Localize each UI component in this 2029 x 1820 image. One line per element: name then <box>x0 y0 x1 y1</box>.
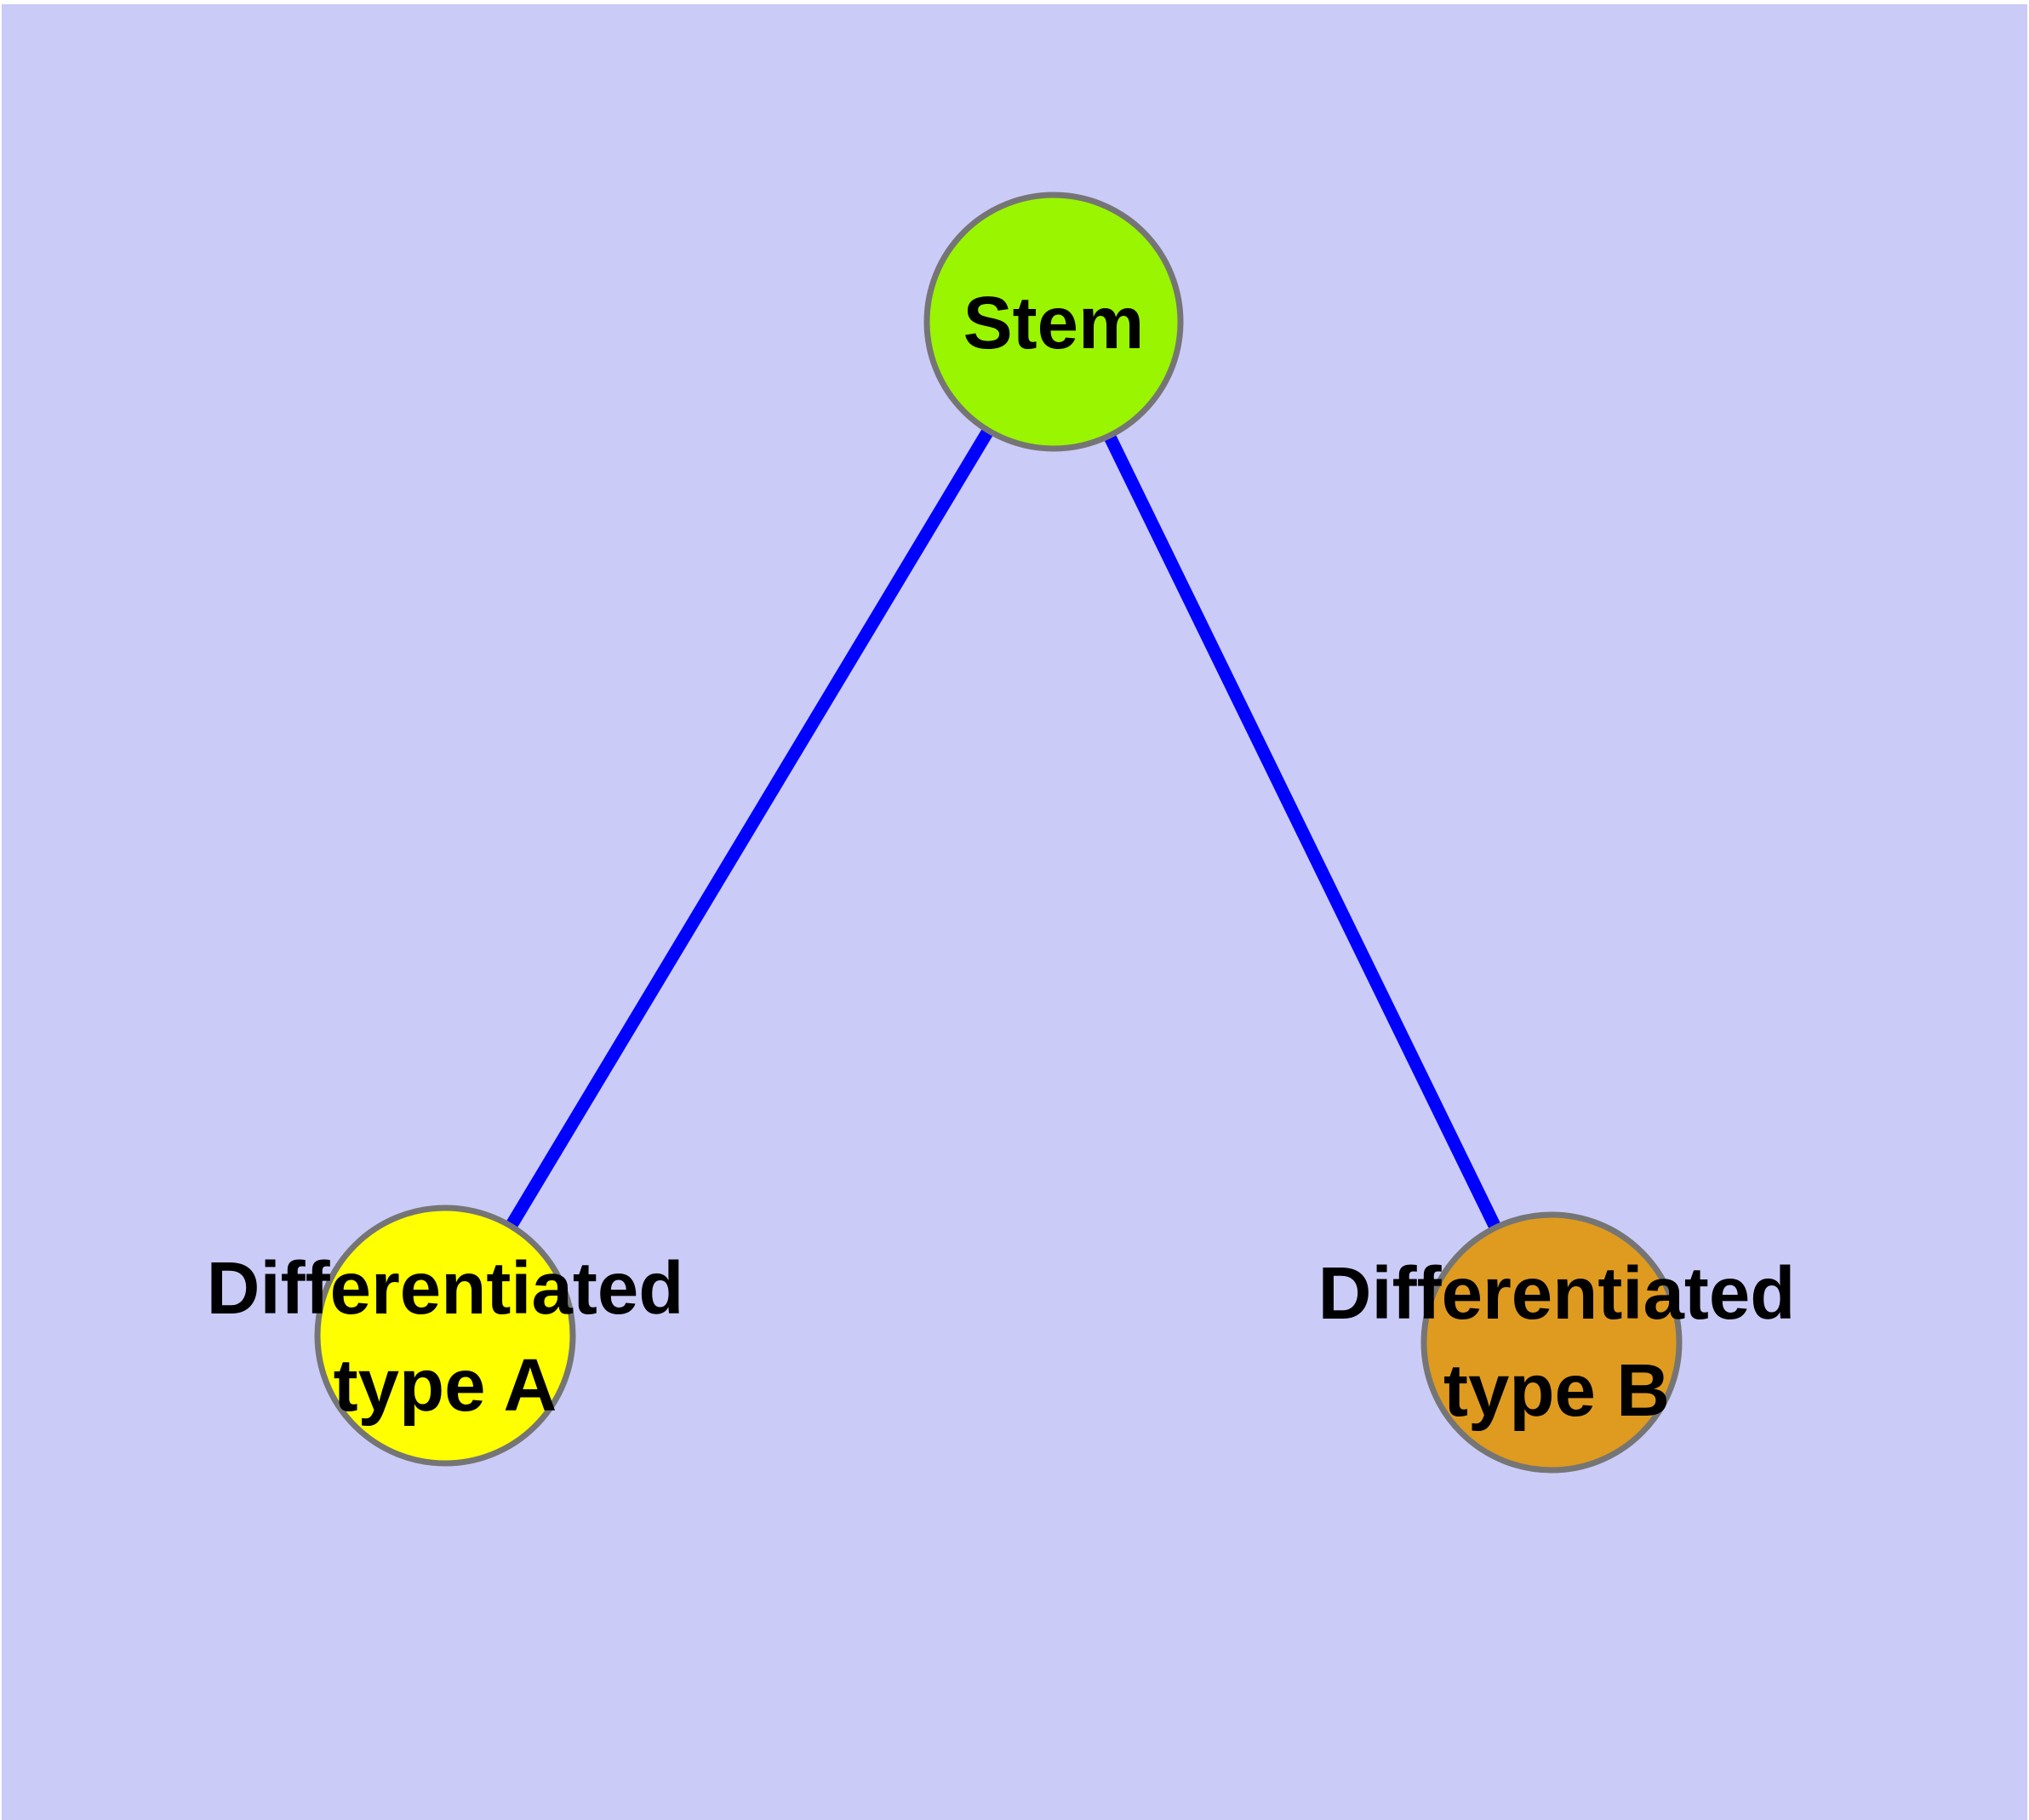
graph-svg <box>314 192 1683 1474</box>
node-label-type-a-line2: type A <box>333 1344 557 1427</box>
node-label-type-b: Differentiated type B <box>1318 1245 1796 1439</box>
node-label-stem: Stem <box>963 275 1145 372</box>
node-label-type-b-line2: type B <box>1443 1349 1670 1432</box>
node-label-type-b-line1: Differentiated <box>1317 1252 1796 1335</box>
node-type-b-circle <box>1420 1211 1683 1474</box>
node-stem-circle <box>923 192 1184 452</box>
node-label-type-a: Differentiated type A <box>207 1240 684 1434</box>
edge-stem-to-type-a <box>439 318 1060 1339</box>
edge-stem-to-type-b <box>1048 318 1557 1346</box>
plot-background: Stem Differentiated type A Differentiate… <box>2 4 2027 1820</box>
node-label-type-a-line1: Differentiated <box>206 1247 684 1330</box>
node-label-stem-text: Stem <box>963 282 1145 364</box>
node-type-a-circle <box>314 1205 576 1467</box>
